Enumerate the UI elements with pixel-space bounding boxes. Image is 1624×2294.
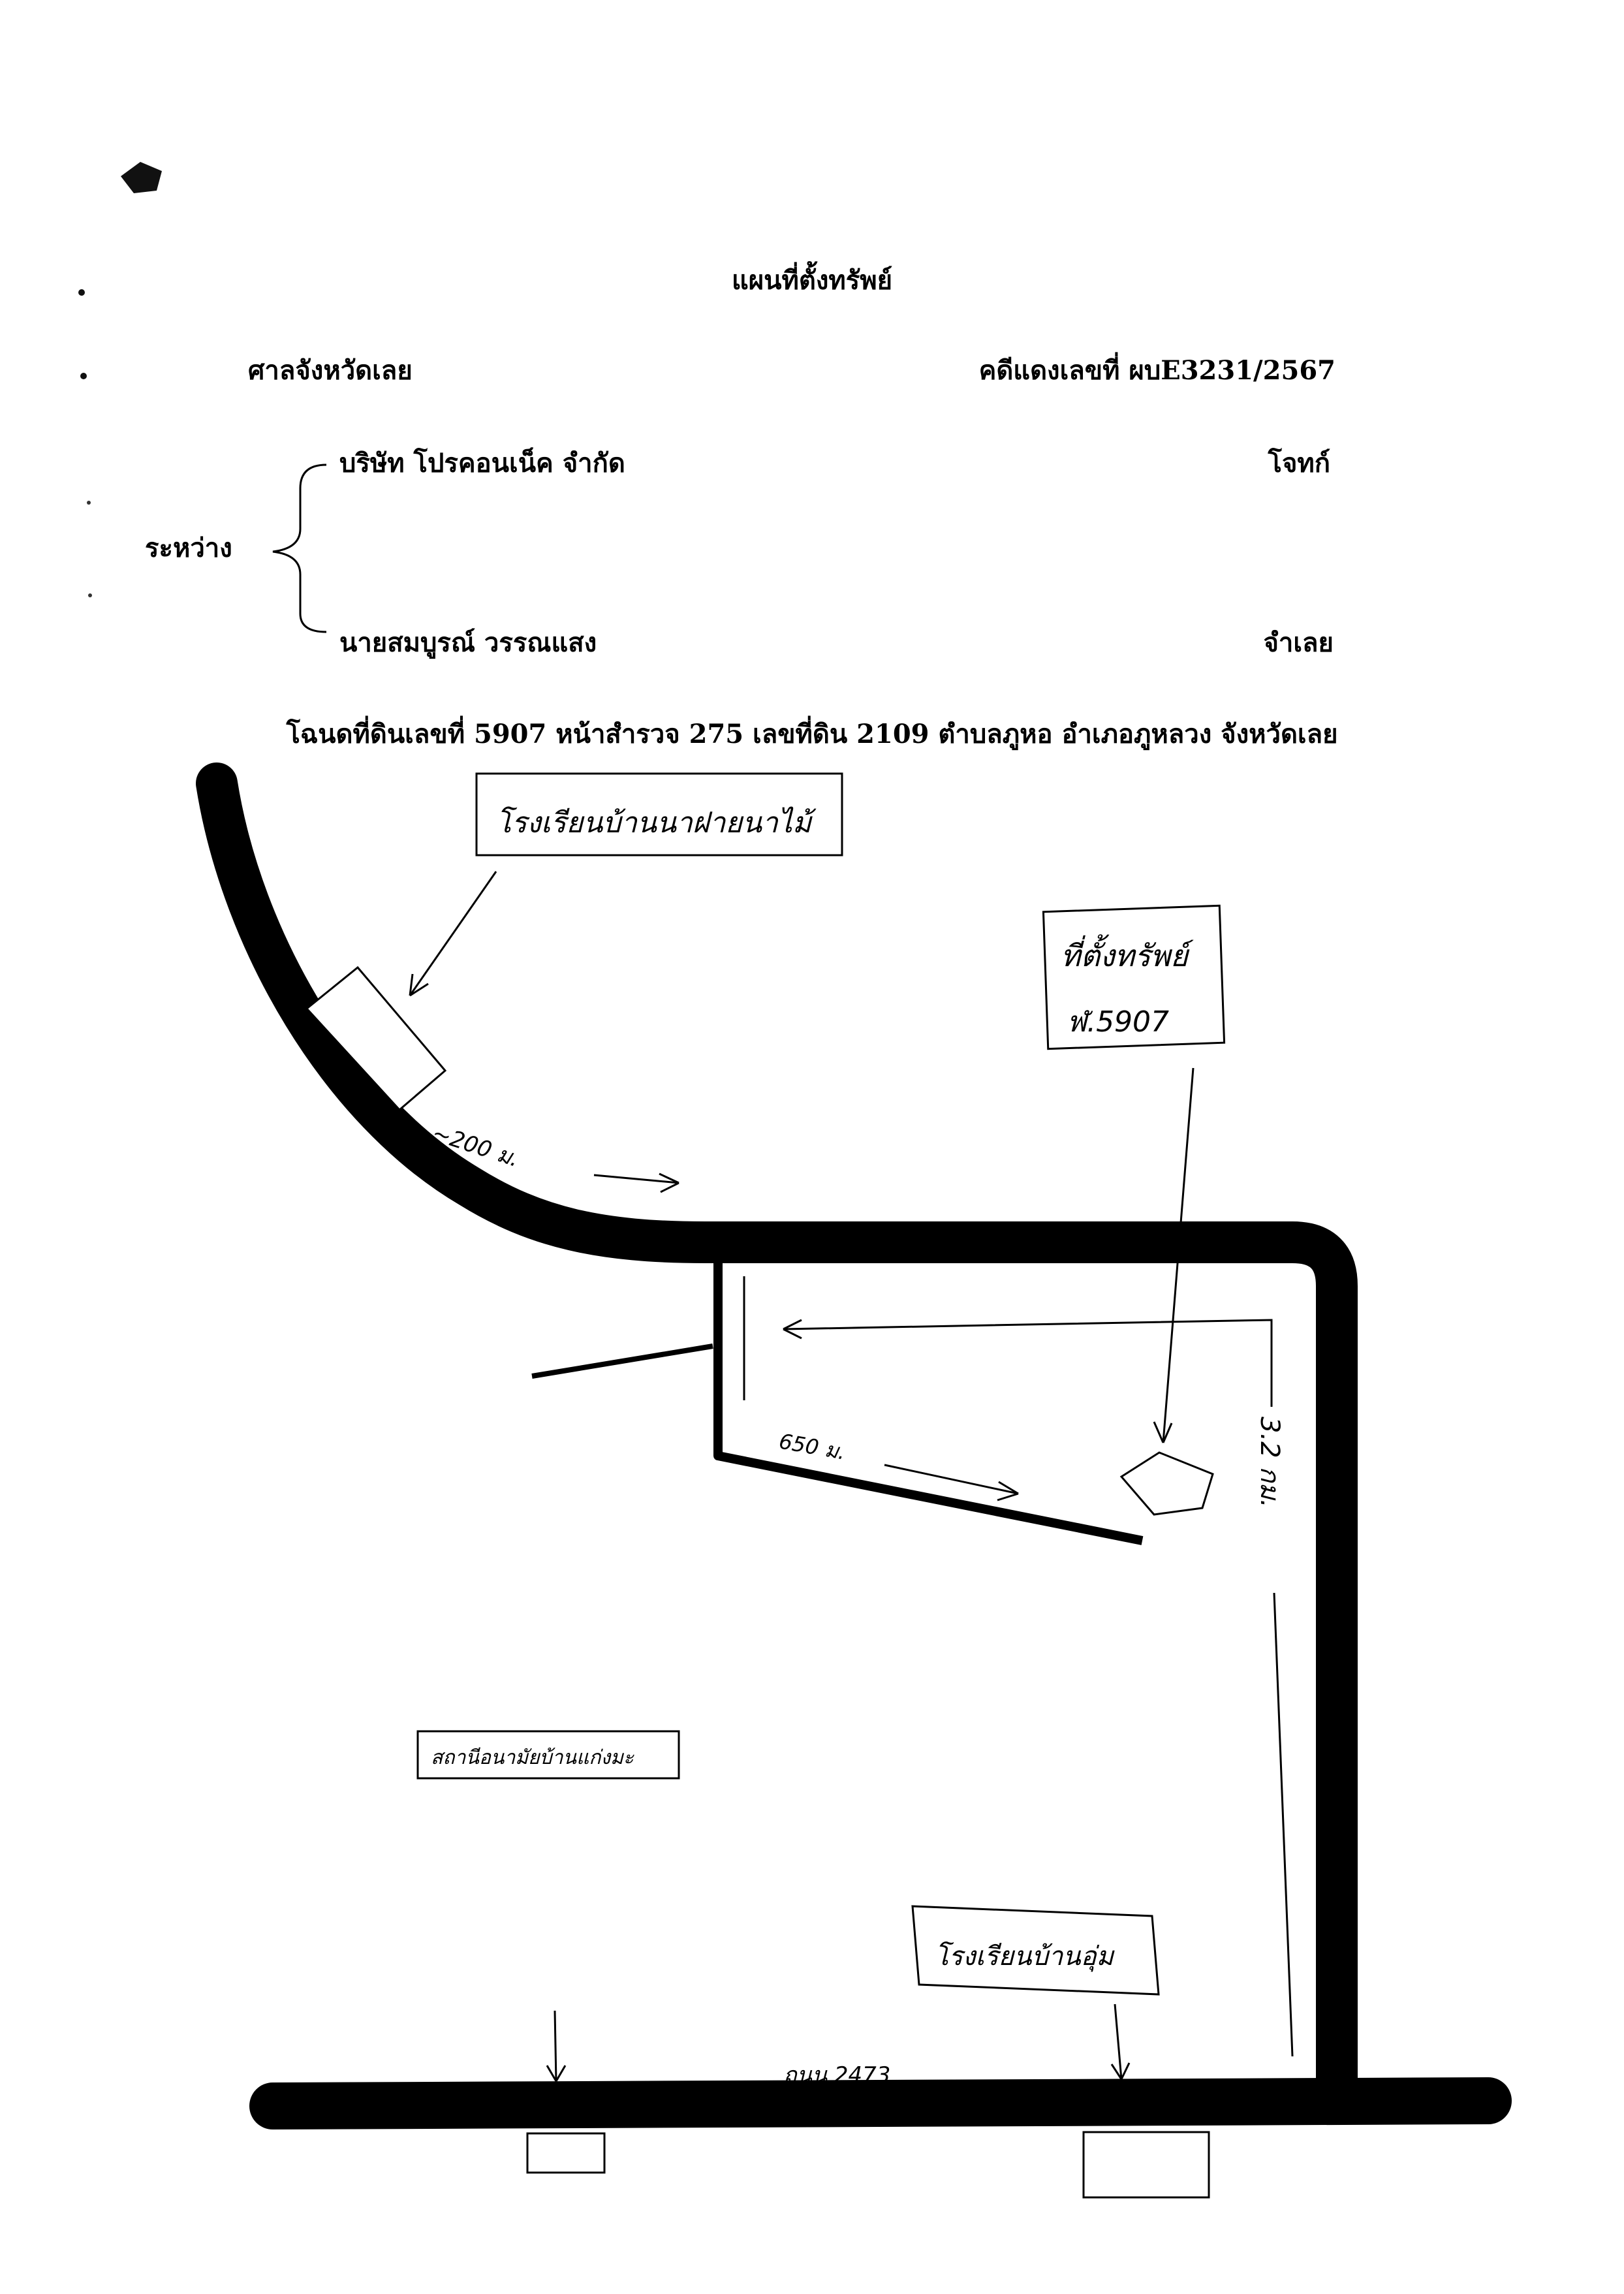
road-2473-label: ถนน 2473 (783, 2062, 890, 2088)
party-bracket (272, 464, 327, 633)
property-plot (1119, 1451, 1214, 1516)
health-center-label: สถานีอนามัยบ้านแก่งมะ (431, 1746, 634, 1769)
distance-32-label: 3.2 กม. (1255, 1417, 1285, 1508)
property-label-box (1042, 904, 1226, 1050)
school-top-label-box (475, 772, 843, 856)
plaintiff-role: โจทก์ (1268, 448, 1330, 479)
school-bottom-arrow (1114, 2003, 1123, 2080)
property-arrow (1162, 1067, 1195, 1443)
health-center-building (526, 2132, 606, 2174)
school-top-building (305, 966, 447, 1112)
property-label-line1: ที่ตั้งทรัพย์ (1061, 934, 1194, 973)
scan-speck (80, 373, 87, 379)
health-center-arrow (554, 2010, 557, 2082)
road-2473 (249, 2077, 1512, 2129)
health-center-arrowhead (546, 2065, 567, 2082)
school-top-arrowhead (409, 973, 429, 997)
property-label-line2: ฬ.5907 (1067, 1005, 1169, 1039)
case-number: คดีแดงเลขที่ ผบE3231/2567 (978, 355, 1335, 386)
side-road (713, 1263, 1144, 1545)
scan-speck (121, 162, 162, 193)
distance-650-arrow (884, 1464, 1019, 1495)
school-bottom-building (1082, 2131, 1210, 2199)
distance-200-arrow (593, 1174, 679, 1184)
plaintiff-name: บริษัท โปรคอนเน็ค จำกัด (339, 448, 625, 479)
school-bottom-arrowhead (1110, 2062, 1131, 2080)
distance-650-arrowhead (997, 1481, 1019, 1501)
route-3-2km-lower (1273, 1592, 1294, 2057)
health-center-box-drawn (416, 1730, 680, 1780)
deed-line: โฉนดที่ดินเลขที่ 5907 หน้าสำรวจ 275 เลขท… (286, 719, 1338, 749)
school-bottom-label: โรงเรียนบ้านอุ่ม (935, 1941, 1116, 1972)
scan-speck (87, 501, 91, 505)
map-title: แผนที่ตั้งทรัพย์ (731, 265, 893, 296)
property-arrowhead (1153, 1421, 1173, 1443)
scan-speck (78, 289, 85, 296)
defendant-name: นายสมบูรณ์ วรรณแสง (339, 627, 597, 658)
school-bottom-label-box (911, 1905, 1160, 1996)
defendant-role: จำเลย (1263, 627, 1334, 658)
scan-speck (88, 593, 92, 597)
branch-road (531, 1343, 713, 1379)
route-3-2km-arrowhead (783, 1319, 802, 1340)
between-label: ระหว่าง (145, 533, 232, 563)
route-3-2km (783, 1319, 1273, 1407)
school-top-label: โรงเรียนบ้านนาฝายนาไม้ (496, 806, 817, 840)
school-top-arrow (409, 871, 497, 996)
curved-road (196, 762, 1358, 2102)
court-name: ศาลจังหวัดเลย (248, 355, 413, 386)
distance-200-arrowhead (659, 1172, 679, 1193)
